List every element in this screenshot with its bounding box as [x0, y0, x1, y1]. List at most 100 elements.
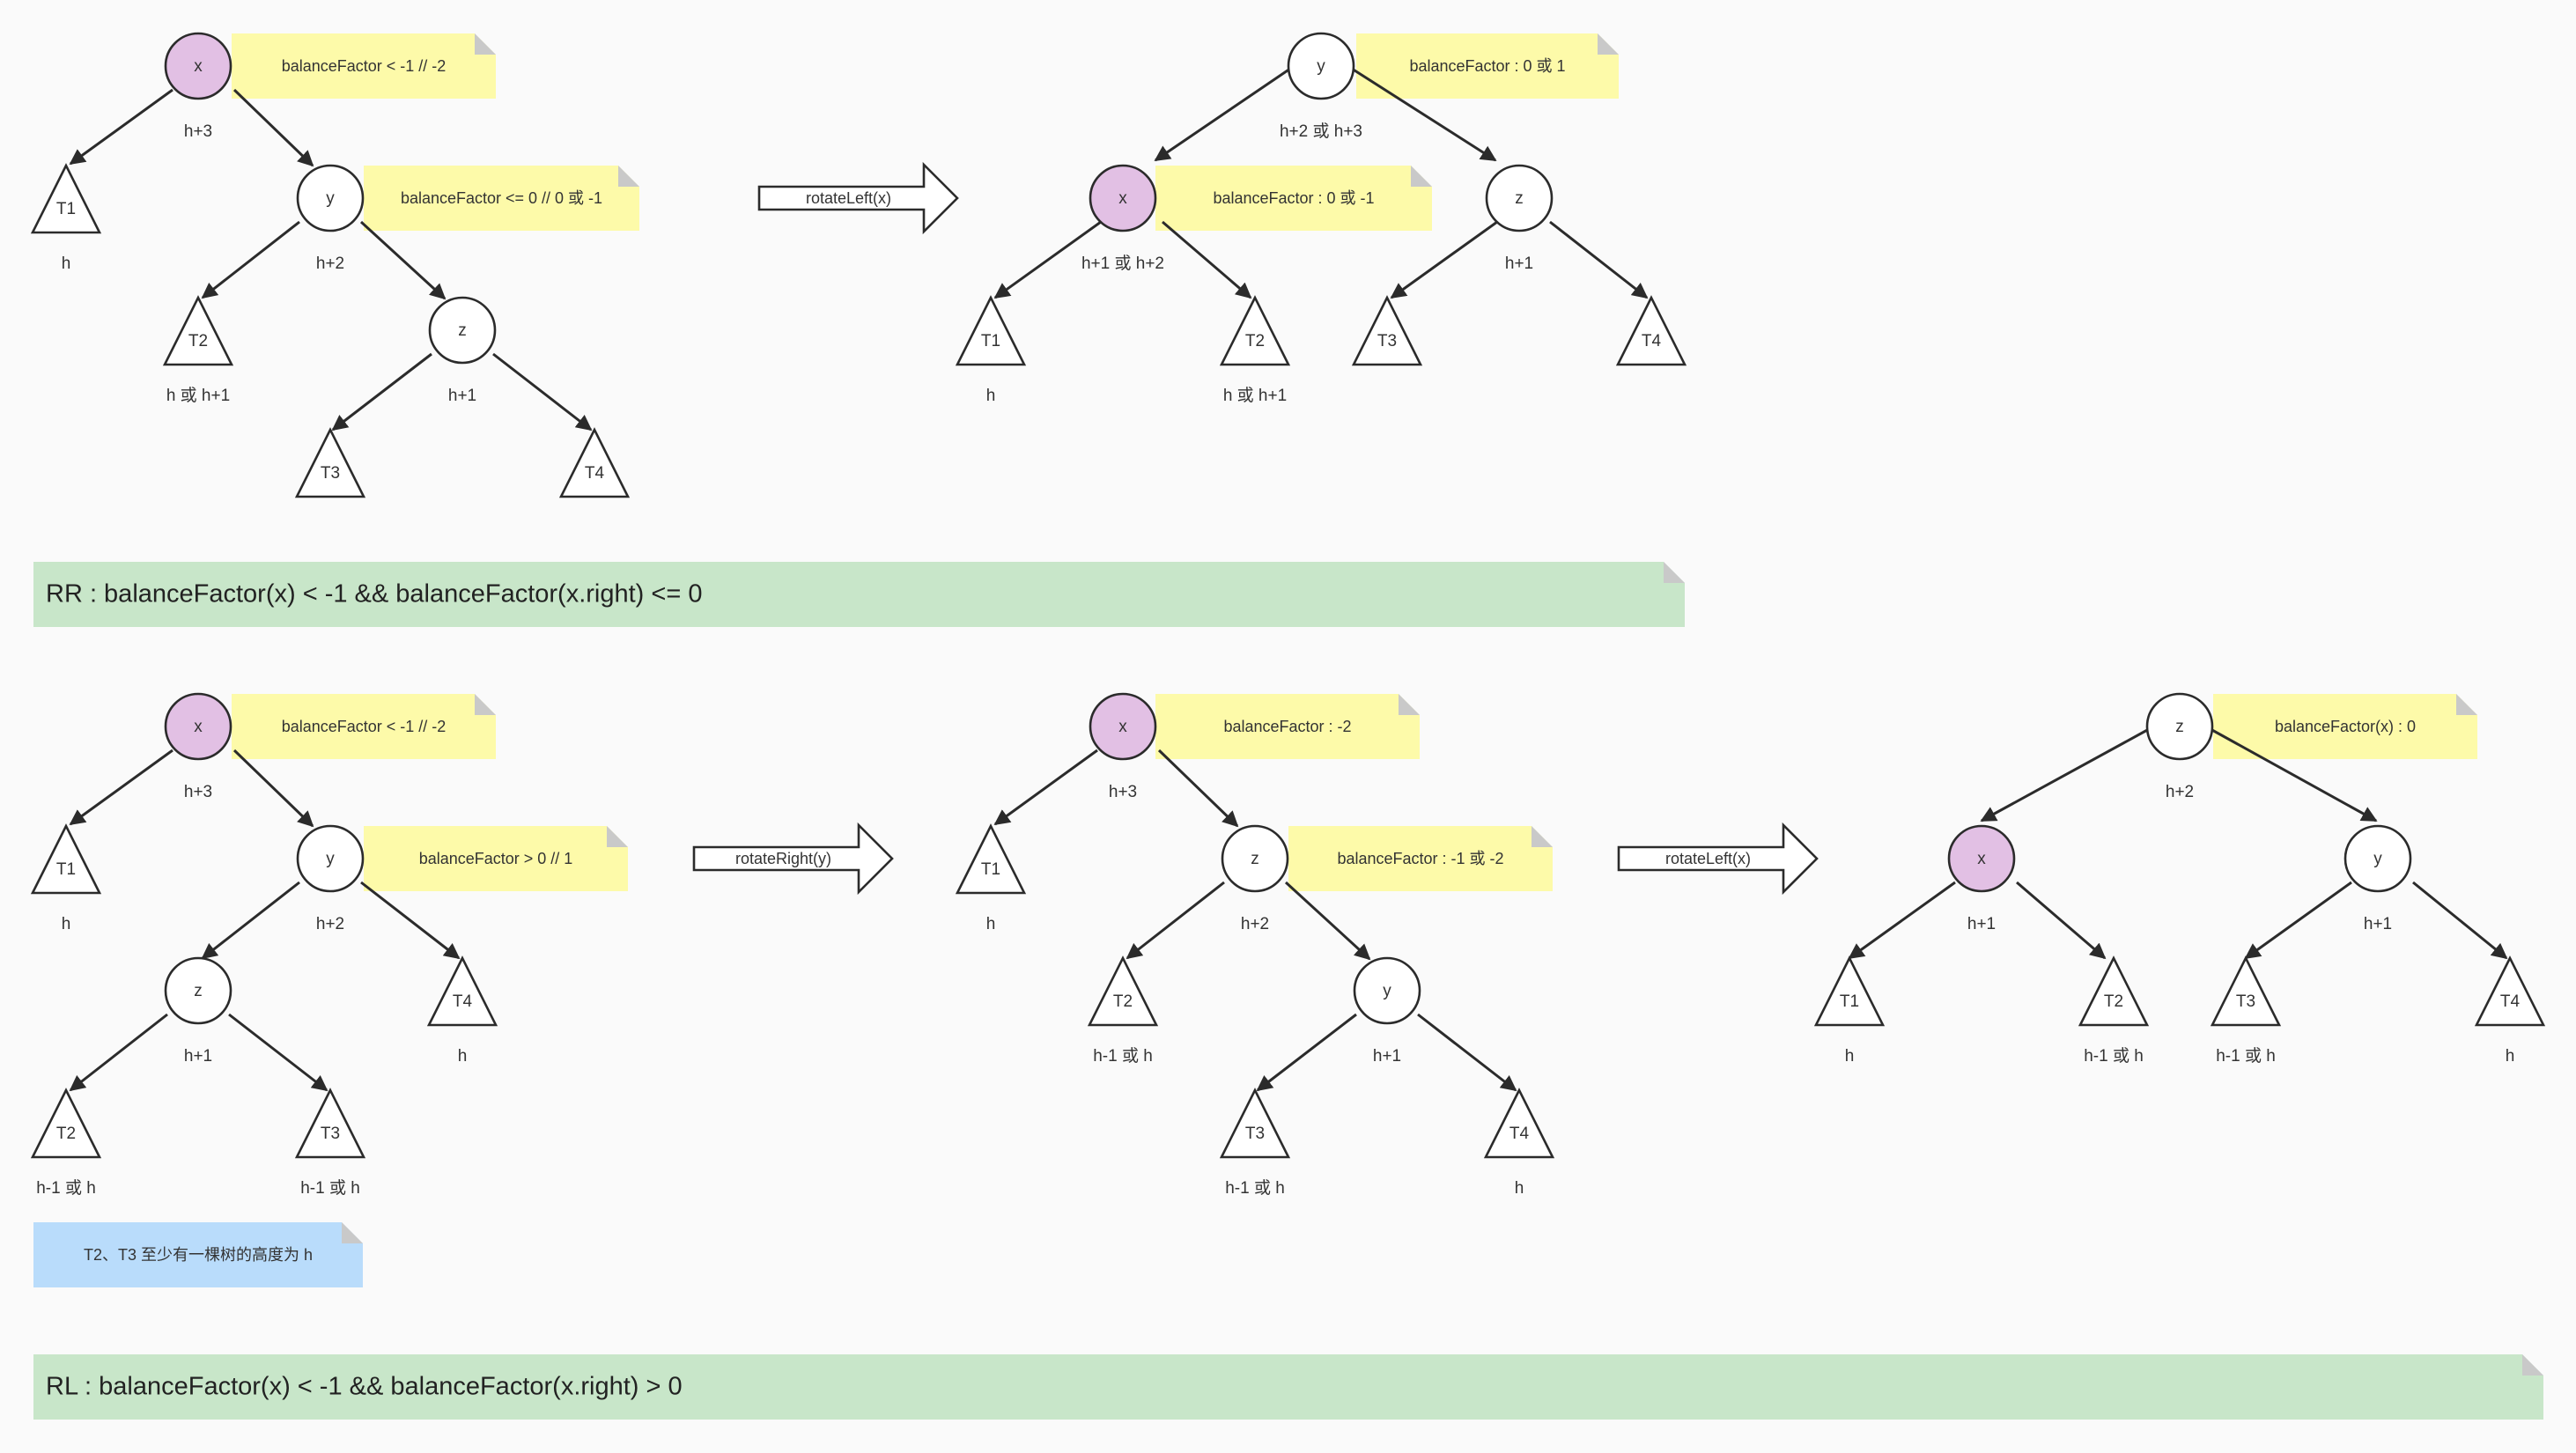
rl-mid-x-note	[1155, 694, 1420, 759]
rl-mid-edge-x-z	[1157, 749, 1239, 828]
rr-before-y-note-text: balanceFactor <= 0 // 0 或 -1	[401, 189, 602, 207]
rl-after-x-height: h+1	[1967, 915, 1996, 933]
rr-before-t2-label: T2	[188, 332, 208, 350]
rl-before-y-height: h+2	[316, 915, 344, 933]
rl-after-t2-height: h-1 或 h	[2084, 1046, 2144, 1066]
rr-after-y-note-text: balanceFactor : 0 或 1	[1409, 57, 1565, 75]
rr-before-node-y	[296, 164, 365, 232]
rl-mid-t2	[1087, 955, 1159, 1027]
rr-rotate-left-label: rotateLeft(x)	[806, 189, 891, 207]
rr-after-t4	[1615, 295, 1687, 366]
rl-height-note-text: T2、T3 至少有一棵树的高度为 h	[84, 1246, 313, 1264]
note-fold-corner	[342, 1222, 363, 1243]
note-fold-corner	[1399, 694, 1420, 715]
rl-mid-t1-height: h	[986, 915, 996, 933]
note-fold-corner	[1664, 562, 1685, 583]
rl-after-edge-z-y	[2210, 727, 2378, 822]
rl-mid-t2-height: h-1 或 h	[1093, 1046, 1153, 1066]
rl-mid-node-x-label: x	[1118, 718, 1127, 736]
rr-before-t2-height: h 或 h+1	[166, 386, 230, 405]
rl-before-t3-height: h-1 或 h	[300, 1178, 360, 1198]
rl-mid-node-z-label: z	[1251, 850, 1259, 868]
rl-after-edge-z-x	[1980, 727, 2150, 822]
rl-after-edge-y-t4	[2412, 881, 2508, 960]
rl-after-y-height: h+1	[2364, 915, 2392, 933]
rr-before-t3-label: T3	[321, 464, 340, 483]
rr-before-x-height: h+3	[184, 122, 212, 141]
rr-after-t2-label: T2	[1245, 332, 1265, 350]
rl-after-t3-label: T3	[2236, 992, 2255, 1011]
rl-before-t1-label: T1	[56, 860, 76, 879]
rr-before-edge-z-t3	[331, 352, 432, 431]
rl-before-node-z	[164, 956, 233, 1025]
rr-before-node-x-label: x	[194, 57, 203, 76]
rl-after-edge-x-t2	[2016, 881, 2107, 960]
rr-before-edge-y-z	[359, 220, 447, 300]
rl-after-edge-y-t3	[2244, 881, 2352, 960]
rl-after-t1	[1813, 955, 1886, 1027]
rl-mid-t3-height: h-1 或 h	[1225, 1178, 1285, 1198]
rl-mid-edge-z-t2	[1126, 881, 1225, 960]
rr-after-edge-x-t1	[993, 220, 1102, 299]
rr-before-t1	[30, 163, 102, 234]
rr-after-edge-z-t4	[1549, 220, 1649, 299]
rl-before-t1-height: h	[62, 915, 71, 933]
rr-banner-text: RR : balanceFactor(x) < -1 && balanceFac…	[46, 580, 702, 608]
rl-before-t3	[294, 1088, 366, 1159]
rl-mid-t3-label: T3	[1245, 1125, 1265, 1143]
rr-after-node-y-label: y	[1317, 57, 1325, 76]
rl-after-node-x	[1947, 824, 2016, 893]
rl-mid-node-z	[1221, 824, 1289, 893]
rl-banner	[33, 1354, 2543, 1420]
rr-banner	[33, 562, 1685, 627]
rl-after-edge-x-t1	[1848, 881, 1956, 960]
rl-mid-t4-label: T4	[1509, 1125, 1530, 1143]
rr-before-node-x	[164, 32, 233, 100]
rr-after-edge-y-z	[1351, 67, 1497, 162]
rl-before-t4-label: T4	[453, 992, 473, 1011]
right-arrow-icon	[1617, 822, 1819, 896]
note-fold-corner	[1411, 166, 1432, 187]
rl-mid-edge-z-y	[1284, 881, 1371, 961]
rr-after-t3	[1351, 295, 1423, 366]
rl-before-t4	[426, 955, 498, 1027]
rr-before-t4	[558, 427, 631, 498]
rl-after-t2-label: T2	[2104, 992, 2123, 1011]
rr-before-x-note-text: balanceFactor < -1 // -2	[282, 57, 447, 75]
rr-after-y-note	[1356, 33, 1619, 99]
rl-before-edge-x-t1	[69, 749, 173, 826]
rr-after-t1	[955, 295, 1027, 366]
note-fold-corner	[618, 166, 639, 187]
rl-before-t1	[30, 823, 102, 895]
rl-after-t3-height: h-1 或 h	[2216, 1046, 2276, 1066]
rl-mid-node-x	[1089, 692, 1157, 761]
rl-mid-y-height: h+1	[1373, 1047, 1401, 1066]
rl-mid-t4-height: h	[1515, 1179, 1524, 1198]
note-fold-corner	[2522, 1354, 2543, 1376]
rl-after-t4-height: h	[2506, 1047, 2515, 1066]
rl-after-t1-height: h	[1845, 1047, 1855, 1066]
rl-mid-x-height: h+3	[1109, 783, 1137, 801]
rl-before-edge-y-z	[201, 881, 300, 960]
rl-before-t2-height: h-1 或 h	[36, 1178, 96, 1198]
rl-after-node-y-label: y	[2373, 850, 2382, 868]
rl-rotate-left-label: rotateLeft(x)	[1665, 850, 1751, 867]
rl-before-t4-height: h	[458, 1047, 468, 1066]
rl-after-node-x-label: x	[1977, 850, 1986, 868]
rl-mid-edge-y-t4	[1417, 1013, 1517, 1092]
rr-after-z-height: h+1	[1505, 254, 1533, 273]
rl-after-t4	[2474, 955, 2546, 1027]
rr-after-x-note-text: balanceFactor : 0 或 -1	[1213, 189, 1374, 207]
rl-before-z-height: h+1	[184, 1047, 212, 1066]
rr-before-t4-label: T4	[585, 464, 605, 483]
rr-after-edge-y-x	[1154, 67, 1291, 162]
rl-before-y-note	[364, 826, 628, 891]
rl-before-t2	[30, 1088, 102, 1159]
rl-mid-t1	[955, 823, 1027, 895]
rr-after-t2	[1219, 295, 1291, 366]
rl-before-node-y-label: y	[326, 850, 335, 868]
rr-after-t4-label: T4	[1642, 332, 1662, 350]
rr-before-edge-y-t2	[201, 220, 300, 299]
rl-before-x-height: h+3	[184, 783, 212, 801]
